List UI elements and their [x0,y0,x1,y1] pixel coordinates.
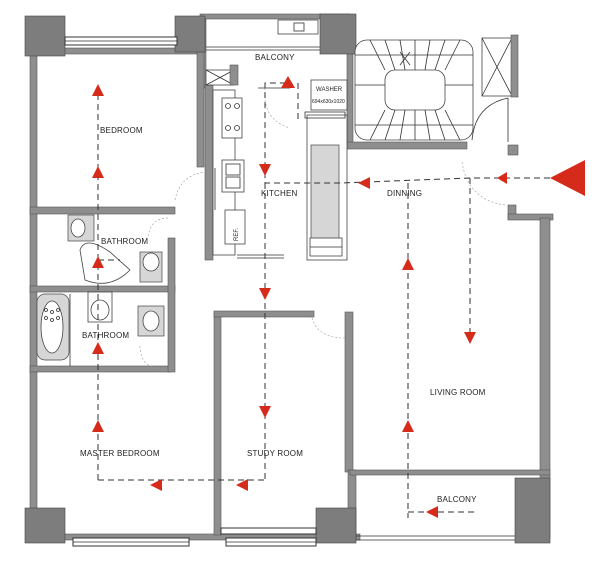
label-bedroom: BEDROOM [100,126,143,135]
washer [310,79,348,111]
columns [24,13,551,544]
label-dinning: DINNING [387,189,422,198]
arrow-up-living-high [402,258,414,270]
wall-bedroom-right [196,51,205,168]
wall-bath-mid [29,285,176,293]
label-bathroom-2: BATHROOM [82,331,129,340]
wall-study-left [213,312,222,536]
windows [64,36,515,547]
arrow-up-bath1 [92,256,104,268]
arrow-up-bedroom-mid [92,166,104,178]
wall-balcony-divider [229,64,239,86]
column-top-left [24,15,66,57]
wall-balcony-bottom-top [349,469,551,476]
washer-label: WASHER [316,87,343,93]
wall-right-step [507,213,554,221]
wall-bath-top [29,206,176,215]
label-living-room: LIVING ROOM [430,388,486,397]
arrow-down-corridor [259,288,271,300]
arrow-down-living [464,332,476,344]
column-top-right [319,13,357,55]
column-bottom-left [24,507,66,544]
wall-left [29,51,38,513]
arrow-up-balcony [281,76,295,88]
balcony-sink [277,19,319,35]
direction-arrows [92,76,585,518]
fridge [224,209,246,245]
entry-arrow [550,160,585,196]
arrow-left-entry [497,172,507,184]
arrow-up-master [92,420,104,432]
arrow-up-bath2 [92,342,104,354]
label-bathroom-1: BATHROOM [101,237,148,246]
wall-bath-right [167,237,176,373]
label-balcony-top: BALCONY [255,53,295,62]
window-study-sill [220,527,317,535]
wall-study-right [344,311,354,473]
arrow-down-study [259,406,271,418]
kitchen-sink [221,159,245,193]
wall-kitchen-left [204,84,214,261]
arrow-down-kitchen [259,164,271,176]
bathroom-fixtures [36,214,165,366]
label-study-room: STUDY ROOM [247,449,303,458]
bath1-shower [79,242,131,284]
arrow-left-master [150,479,162,491]
wall-right-top [507,144,519,156]
column-bottom-mid [315,507,357,544]
washer-dims: 694x630x1020 [312,99,345,105]
fridge-label: REF. [234,228,240,241]
staircase [354,34,519,142]
walls [29,13,554,541]
label-kitchen: KITCHEN [261,189,298,198]
column-bottom-right [514,477,551,544]
wall-shaft-right [510,34,519,98]
circulation-path [97,82,550,518]
label-master-bedroom: MASTER BEDROOM [80,449,160,458]
arrow-left-dinning [358,177,370,189]
column-top-mid [174,15,206,53]
wall-bath-bottom [29,365,171,373]
arrow-left-balcony [426,506,438,518]
counter-top [310,144,340,256]
wall-stair-bottom [346,141,468,150]
arrow-left-study [236,479,248,491]
wall-study-top [213,310,315,318]
kitchen-fixtures: REF. WASHER 694x630x1020 [205,19,348,261]
label-balcony-bottom: BALCONY [437,495,477,504]
arrow-up-bedroom-top [92,84,104,96]
stair-well [384,69,446,111]
room-labels: BEDROOM BALCONY KITCHEN DINNING BATHROOM… [80,53,486,504]
arrow-up-living-low [402,420,414,432]
